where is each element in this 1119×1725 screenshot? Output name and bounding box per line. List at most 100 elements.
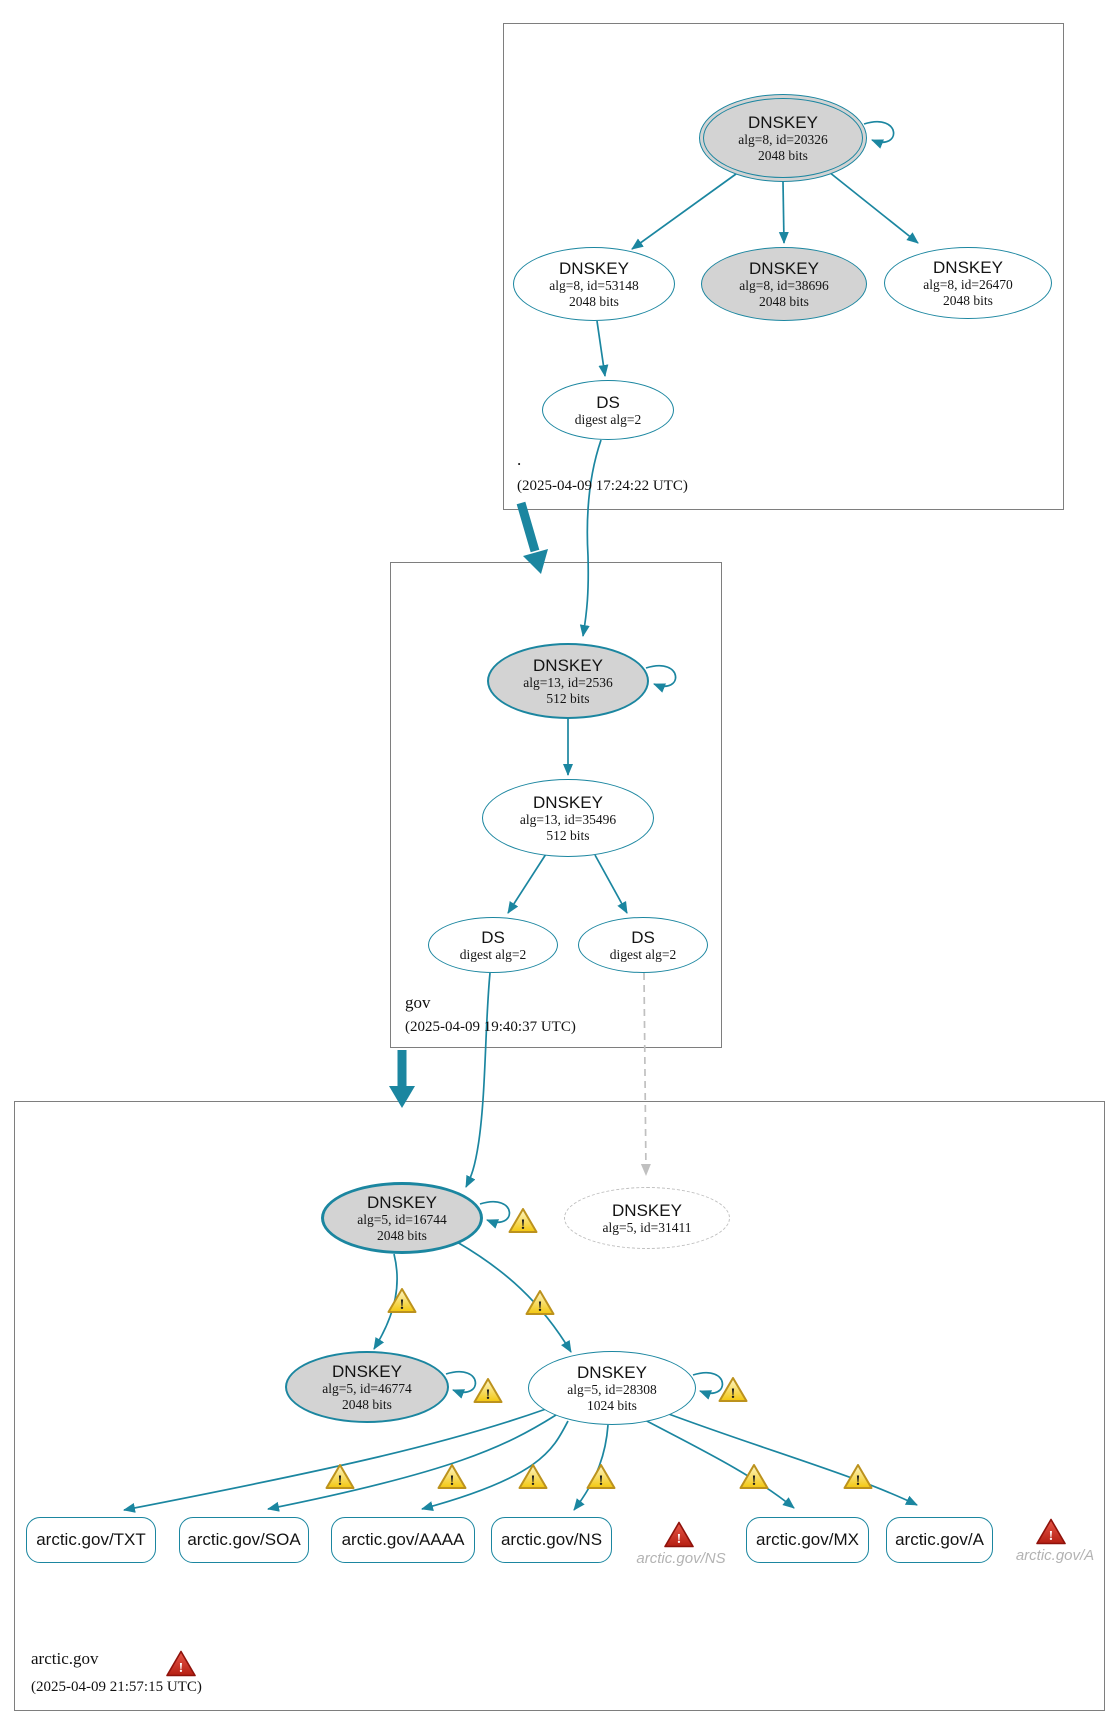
node-title: DNSKEY	[332, 1361, 402, 1381]
warning-icon: !	[718, 1377, 748, 1402]
zone-timestamp-arctic: (2025-04-09 21:57:15 UTC)	[31, 1679, 202, 1695]
rrset-arctic-aaaa[interactable]: arctic.gov/AAAA	[331, 1517, 475, 1563]
node-title: DNSKEY	[612, 1200, 682, 1220]
warning-icon: !	[518, 1464, 548, 1489]
rrset-label: arctic.gov/AAAA	[341, 1530, 465, 1549]
node-bits: 2048 bits	[758, 147, 808, 163]
warning-icon: !	[739, 1464, 769, 1489]
dnskey-node-2536[interactable]: DNSKEY alg=13, id=2536 512 bits	[487, 643, 649, 719]
warning-icon: !	[586, 1464, 616, 1489]
error-rrset-a-label: arctic.gov/A	[1015, 1547, 1095, 1564]
svg-text:!: !	[731, 1386, 736, 1402]
svg-text:!: !	[486, 1387, 491, 1403]
rrset-arctic-txt[interactable]: arctic.gov/TXT	[26, 1517, 156, 1563]
zone-box-gov	[390, 562, 722, 1048]
ds-node-gov-1[interactable]: DS digest alg=2	[428, 917, 558, 973]
warning-icon: !	[525, 1290, 555, 1315]
node-meta: alg=8, id=20326	[738, 131, 828, 147]
delegation-arrow-root-gov-shaft	[516, 501, 540, 553]
error-rrset-ns-label: arctic.gov/NS	[636, 1550, 726, 1567]
warning-icon: !	[508, 1208, 538, 1233]
svg-text:!: !	[400, 1297, 405, 1313]
node-bits: 1024 bits	[587, 1397, 637, 1413]
svg-text:!: !	[338, 1473, 343, 1489]
node-bits: 512 bits	[546, 827, 590, 843]
error-icon: !	[664, 1521, 694, 1548]
node-meta: alg=8, id=26470	[923, 276, 1013, 292]
node-meta: alg=5, id=28308	[567, 1381, 657, 1397]
node-meta: alg=13, id=35496	[519, 811, 617, 827]
node-title: DNSKEY	[559, 258, 629, 278]
node-title: DNSKEY	[367, 1192, 437, 1212]
warning-icon: !	[843, 1464, 873, 1489]
rrset-arctic-a[interactable]: arctic.gov/A	[886, 1517, 993, 1563]
zone-label-gov: gov	[405, 993, 431, 1012]
dnskey-node-16744[interactable]: DNSKEY alg=5, id=16744 2048 bits	[321, 1182, 483, 1254]
node-bits: 2048 bits	[569, 293, 619, 309]
zone-timestamp-gov: (2025-04-09 19:40:37 UTC)	[405, 1019, 576, 1035]
error-icon: !	[1036, 1518, 1066, 1545]
zone-label-arctic: arctic.gov	[31, 1649, 99, 1668]
node-meta: alg=8, id=38696	[739, 277, 829, 293]
svg-text:!: !	[521, 1217, 526, 1233]
warning-icon: !	[473, 1378, 503, 1403]
dnskey-node-26470[interactable]: DNSKEY alg=8, id=26470 2048 bits	[884, 247, 1052, 319]
node-bits: 2048 bits	[759, 293, 809, 309]
node-meta: alg=8, id=53148	[549, 277, 639, 293]
node-bits: 2048 bits	[377, 1227, 427, 1243]
zone-box-root	[503, 23, 1064, 510]
node-meta: alg=5, id=16744	[357, 1211, 447, 1227]
node-bits: 2048 bits	[342, 1396, 392, 1412]
node-title: DS	[481, 927, 505, 947]
node-title: DNSKEY	[748, 112, 818, 132]
dnskey-node-46774[interactable]: DNSKEY alg=5, id=46774 2048 bits	[285, 1351, 449, 1423]
node-bits: 512 bits	[546, 690, 590, 706]
node-meta: alg=13, id=2536	[523, 674, 613, 690]
svg-text:!: !	[450, 1473, 455, 1489]
node-title: DNSKEY	[533, 792, 603, 812]
dnskey-node-31411-missing[interactable]: DNSKEY alg=5, id=31411	[564, 1187, 730, 1249]
svg-text:!: !	[599, 1473, 604, 1489]
node-title: DNSKEY	[749, 258, 819, 278]
svg-text:!: !	[538, 1299, 543, 1315]
svg-text:!: !	[752, 1473, 757, 1489]
node-title: DNSKEY	[933, 257, 1003, 277]
node-title: DS	[631, 927, 655, 947]
dnskey-node-35496[interactable]: DNSKEY alg=13, id=35496 512 bits	[482, 779, 654, 857]
warning-icon: !	[437, 1464, 467, 1489]
svg-text:!: !	[856, 1473, 861, 1489]
svg-text:!: !	[531, 1473, 536, 1489]
node-title: DS	[596, 392, 620, 412]
warning-icon: !	[325, 1464, 355, 1489]
zone-timestamp-root: (2025-04-09 17:24:22 UTC)	[517, 478, 688, 494]
rrset-label: arctic.gov/MX	[756, 1530, 859, 1549]
node-meta: digest alg=2	[574, 411, 642, 427]
zone-label-root: .	[517, 450, 522, 469]
dnskey-node-38696[interactable]: DNSKEY alg=8, id=38696 2048 bits	[701, 247, 867, 321]
dnskey-node-20326[interactable]: DNSKEY alg=8, id=20326 2048 bits	[699, 94, 867, 182]
dnskey-node-28308[interactable]: DNSKEY alg=5, id=28308 1024 bits	[528, 1351, 696, 1425]
ds-node-root[interactable]: DS digest alg=2	[542, 380, 674, 440]
rrset-arctic-mx[interactable]: arctic.gov/MX	[746, 1517, 869, 1563]
svg-text:!: !	[677, 1532, 682, 1547]
node-title: DNSKEY	[533, 655, 603, 675]
warning-icon: !	[387, 1288, 417, 1313]
rrset-label: arctic.gov/TXT	[36, 1530, 146, 1549]
rrset-label: arctic.gov/A	[895, 1530, 984, 1549]
svg-text:!: !	[179, 1661, 184, 1676]
dnskey-node-53148[interactable]: DNSKEY alg=8, id=53148 2048 bits	[513, 247, 675, 321]
error-icon: !	[166, 1650, 196, 1677]
svg-text:!: !	[1049, 1529, 1054, 1544]
node-meta: alg=5, id=46774	[322, 1380, 412, 1396]
rrset-label: arctic.gov/SOA	[187, 1530, 301, 1549]
node-meta: alg=5, id=31411	[602, 1219, 692, 1235]
zone-box-arctic	[14, 1101, 1105, 1711]
rrset-arctic-ns[interactable]: arctic.gov/NS	[491, 1517, 612, 1563]
rrset-arctic-soa[interactable]: arctic.gov/SOA	[179, 1517, 309, 1563]
node-meta: digest alg=2	[459, 946, 527, 962]
rrset-label: arctic.gov/NS	[500, 1530, 603, 1549]
node-bits: 2048 bits	[943, 292, 993, 308]
node-meta: digest alg=2	[609, 946, 677, 962]
ds-node-gov-2[interactable]: DS digest alg=2	[578, 917, 708, 973]
